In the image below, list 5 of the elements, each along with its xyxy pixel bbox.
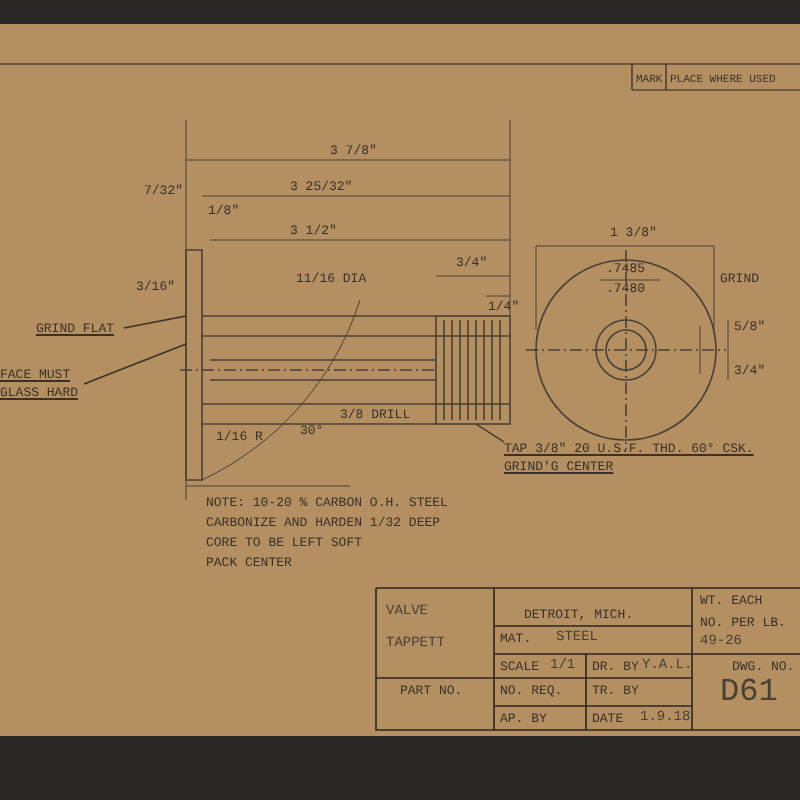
leader-line xyxy=(475,423,505,443)
leader-line xyxy=(123,315,187,329)
threaded-end-drawing xyxy=(435,315,511,425)
leader-line xyxy=(83,343,187,385)
valve-tappet-drawing xyxy=(179,249,437,481)
